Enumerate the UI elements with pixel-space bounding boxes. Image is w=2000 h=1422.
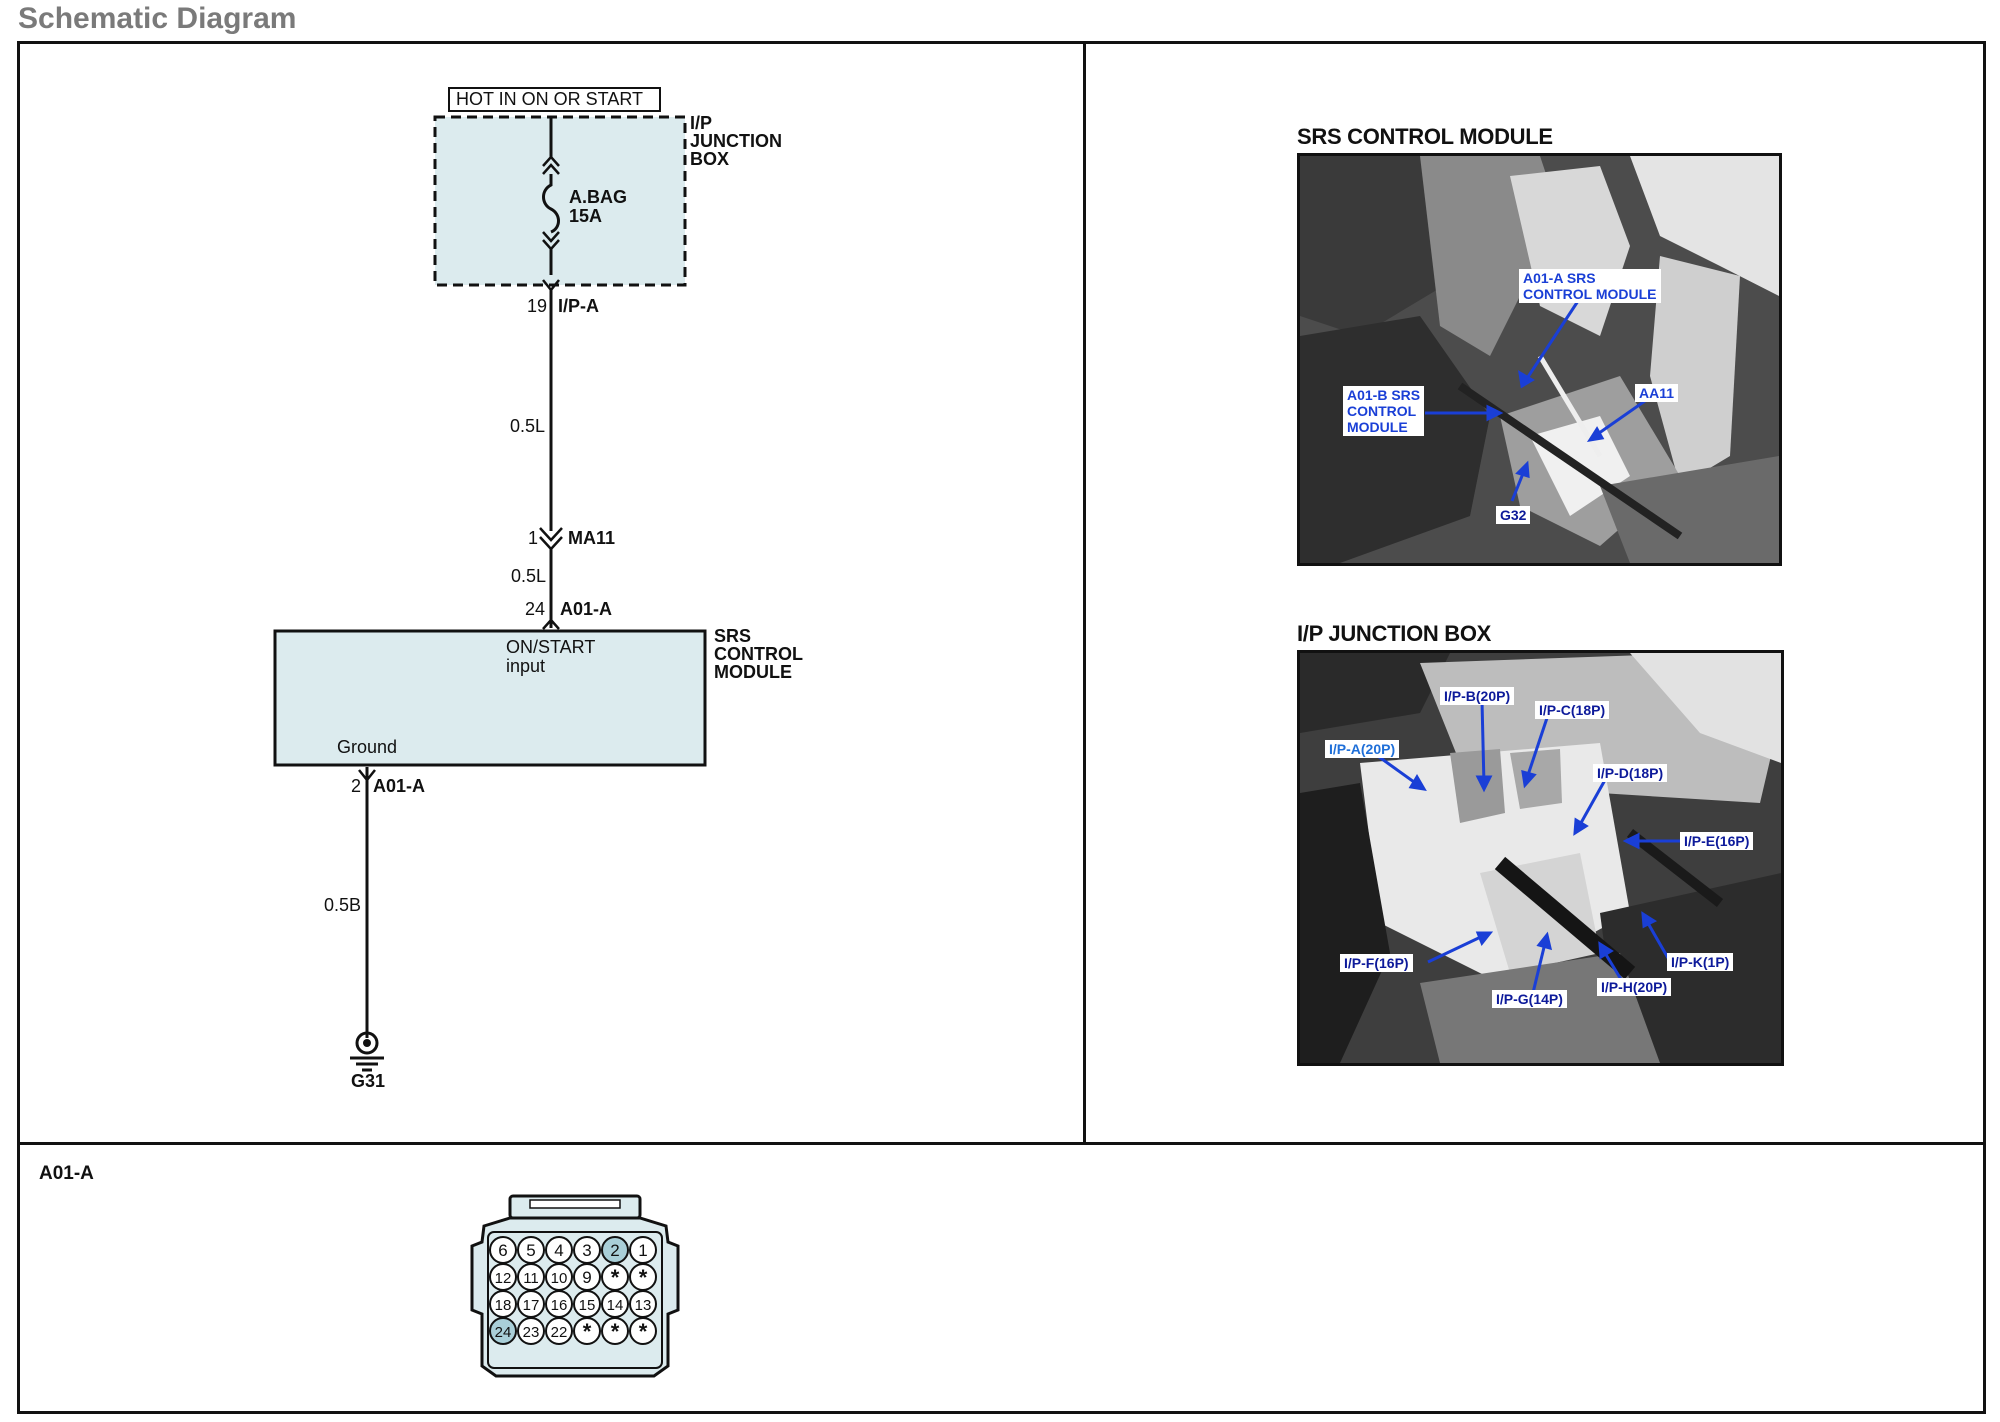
connector-name: A01-A bbox=[373, 776, 426, 796]
wiring-schematic bbox=[273, 87, 707, 1072]
ground-name: G31 bbox=[351, 1071, 386, 1091]
connector-pin-number: 3 bbox=[582, 1241, 591, 1260]
connector-pin-number: 22 bbox=[551, 1324, 568, 1341]
connector-pin-number: 16 bbox=[551, 1297, 568, 1314]
photo-placeholder bbox=[1300, 156, 1779, 563]
connector-pin-cavity bbox=[517, 1317, 545, 1345]
callout-ip-e: I/P-E(16P) bbox=[1680, 832, 1754, 850]
connector-pin-number: 14 bbox=[607, 1297, 624, 1314]
wire-color-label: 0.5L bbox=[510, 416, 546, 436]
callout-ip-g: I/P-G(14P) bbox=[1492, 990, 1567, 1008]
connector-pin-number: 10 bbox=[551, 1270, 568, 1287]
connector-pin-number: 2 bbox=[610, 1241, 619, 1260]
callout-a01-b: A01-B SRS CONTROL MODULE bbox=[1343, 386, 1425, 436]
connector-pin: 1 bbox=[528, 528, 539, 548]
connector-pin-cavity bbox=[573, 1317, 601, 1345]
connector-panel bbox=[17, 1142, 1986, 1414]
fuse-symbol bbox=[542, 174, 560, 234]
connector-pin: 2 bbox=[351, 776, 362, 796]
connector-pin-cavity bbox=[629, 1317, 657, 1345]
callout-aa11: AA11 bbox=[1635, 384, 1679, 402]
connector-pin-number: 5 bbox=[526, 1241, 535, 1260]
connector-pin-cavity bbox=[489, 1317, 517, 1345]
connector-pin-number: * bbox=[611, 1319, 620, 1344]
junction-box-photo: I/P-B(20P) I/P-C(18P) I/P-A(20P) I/P-D(1… bbox=[1297, 650, 1784, 1066]
connector-pin-number: 9 bbox=[582, 1268, 591, 1287]
connector-pin-cavity bbox=[601, 1317, 629, 1345]
connector-pin-number: * bbox=[583, 1319, 592, 1344]
callout-ip-f: I/P-F(16P) bbox=[1340, 954, 1413, 972]
callout-ip-d: I/P-D(18P) bbox=[1593, 764, 1668, 782]
connector-name: I/P-A bbox=[558, 296, 600, 316]
connector-pin-number: 1 bbox=[638, 1241, 647, 1260]
ground-symbol bbox=[355, 1031, 379, 1055]
connector-pin-number: 23 bbox=[523, 1324, 540, 1341]
connector-pin-number: 12 bbox=[495, 1270, 512, 1287]
connector-pin-number: 17 bbox=[523, 1297, 540, 1314]
connector-pin: 19 bbox=[527, 296, 548, 316]
connector-pin: 24 bbox=[525, 599, 546, 619]
fuse-name: A.BAG bbox=[569, 187, 627, 207]
connector-pin-number: 18 bbox=[495, 1297, 512, 1314]
callout-ip-c: I/P-C(18P) bbox=[1535, 701, 1610, 719]
connector-pin-number: 24 bbox=[495, 1324, 512, 1341]
junction-box-label: I/P JUNCTION BOX bbox=[690, 113, 783, 169]
wire-color-label: 0.5L bbox=[511, 566, 547, 586]
connector-pin-cavity bbox=[545, 1317, 573, 1345]
photo-title-junction-box: I/P JUNCTION BOX bbox=[1297, 621, 1492, 646]
module-input-label: ON/START input bbox=[506, 637, 596, 676]
connector-pin-number: 11 bbox=[523, 1270, 539, 1287]
connector-name: MA11 bbox=[568, 528, 616, 548]
callout-a01-a: A01-A SRS CONTROL MODULE bbox=[1519, 269, 1661, 303]
callout-ip-a: I/P-A(20P) bbox=[1325, 740, 1400, 758]
junction-box-outline bbox=[433, 115, 687, 287]
callout-g32: G32 bbox=[1496, 506, 1531, 524]
connector-pin-number: 15 bbox=[579, 1297, 596, 1314]
srs-module-label: SRS CONTROL MODULE bbox=[714, 626, 803, 682]
photo-title-srs-module: SRS CONTROL MODULE bbox=[1297, 124, 1553, 149]
srs-module-photo: A01-A SRS CONTROL MODULE A01-B SRS CONTR… bbox=[1297, 153, 1782, 566]
page-title: Schematic Diagram bbox=[18, 2, 297, 35]
connector-pin-number: 4 bbox=[554, 1241, 563, 1260]
connector-pin-number: * bbox=[611, 1265, 620, 1290]
power-source-label: HOT IN ON OR START bbox=[456, 89, 644, 109]
srs-module-box bbox=[273, 629, 707, 767]
connector-pin-number: 13 bbox=[635, 1297, 652, 1314]
connector-view-name: A01-A bbox=[39, 1163, 94, 1184]
connector-pin-number: * bbox=[639, 1265, 648, 1290]
callout-ip-h: I/P-H(20P) bbox=[1597, 978, 1672, 996]
power-label-box bbox=[448, 87, 661, 112]
wire-color-label: 0.5B bbox=[324, 895, 362, 915]
callout-ip-k: I/P-K(1P) bbox=[1667, 953, 1734, 971]
connector-pin-number: 6 bbox=[498, 1241, 507, 1260]
connector-name: A01-A bbox=[560, 599, 613, 619]
connector-pin-number: * bbox=[639, 1319, 648, 1344]
callout-ip-b: I/P-B(20P) bbox=[1440, 687, 1515, 705]
module-ground-label: Ground bbox=[337, 737, 398, 757]
fuse-rating: 15A bbox=[569, 206, 603, 226]
